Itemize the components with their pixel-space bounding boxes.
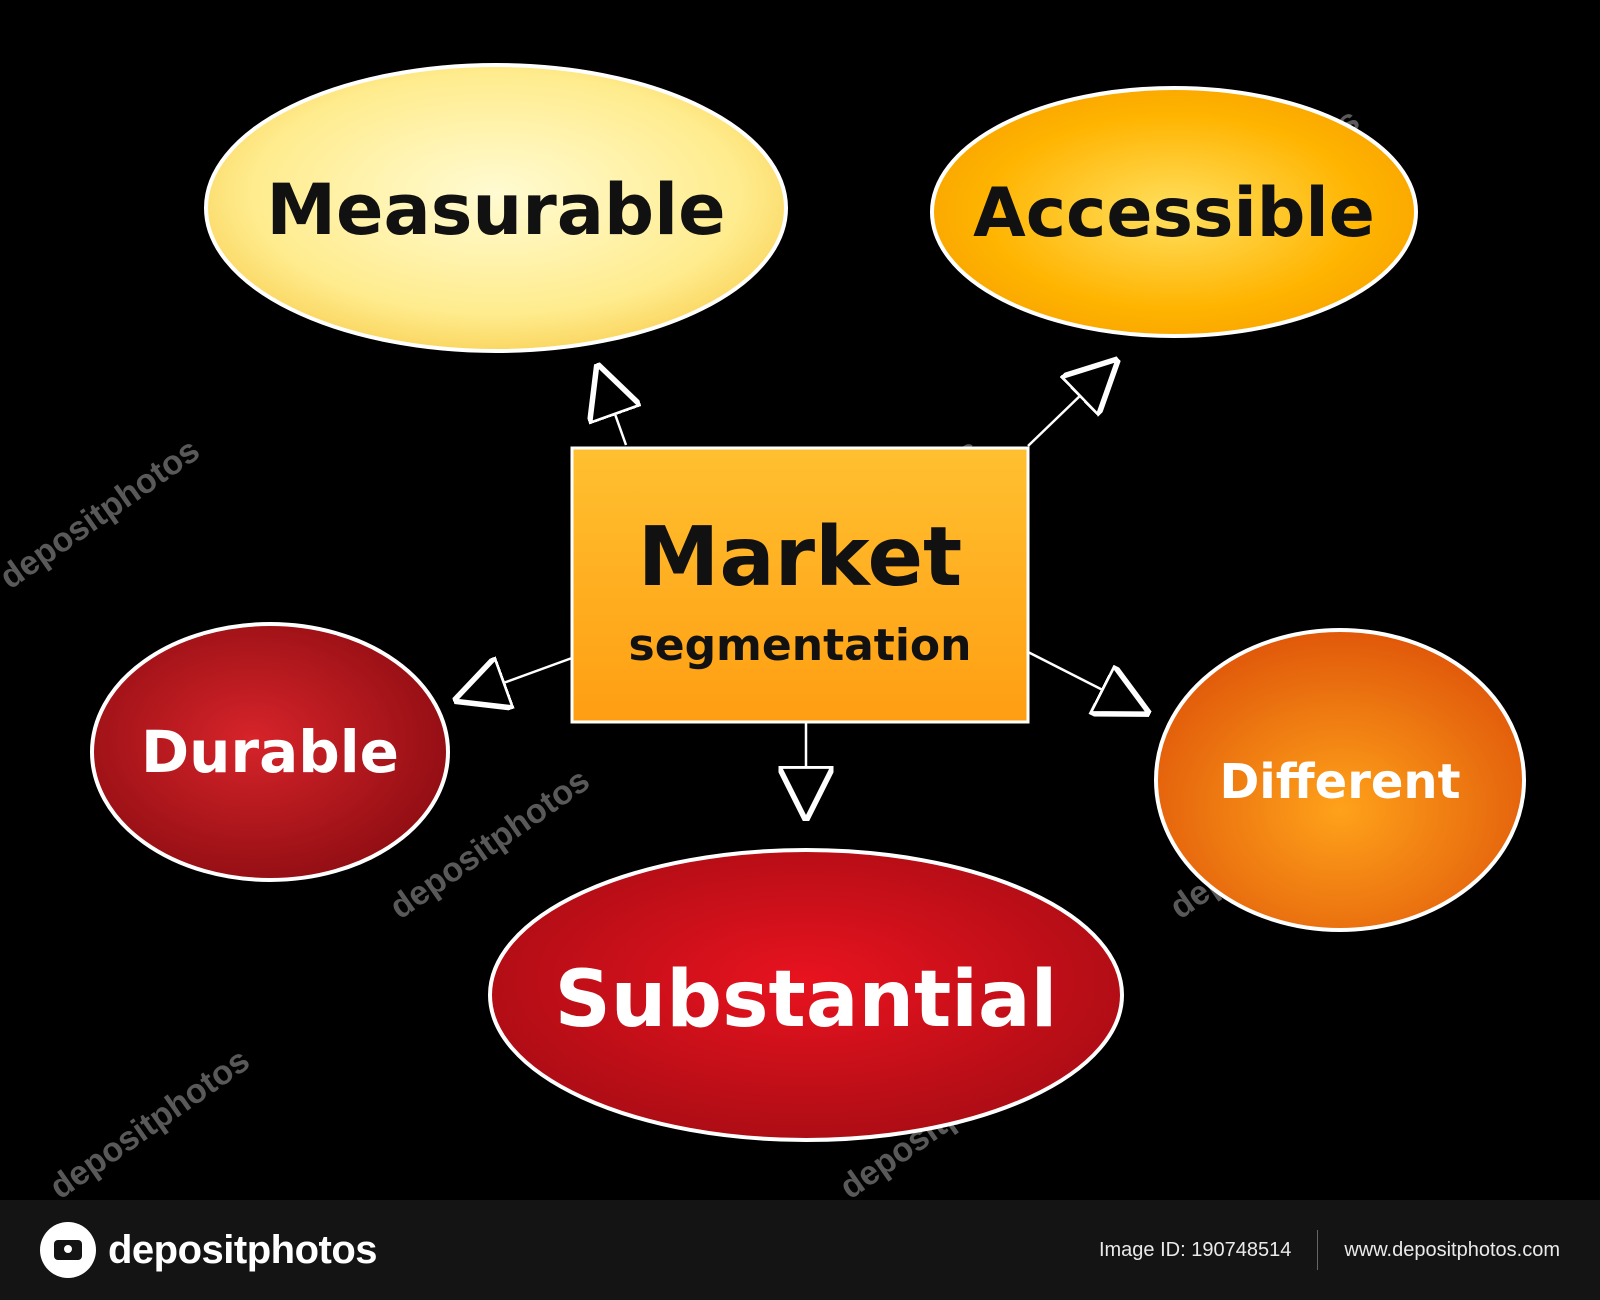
brand-name: depositphotos [108,1227,378,1272]
node-accessible-label: Accessible [973,174,1375,253]
node-center-shape [570,446,1030,724]
node-substantial-shape [488,848,1124,1142]
image-id: Image ID: 190748514 [1098,1238,1292,1261]
footer-divider [1317,1230,1319,1270]
node-different-shape [1154,628,1526,932]
camera-icon [40,1222,96,1278]
connector-accessible [1027,365,1112,447]
brand-logo[interactable]: depositphotos [40,1222,378,1278]
node-center: Market segmentation [570,446,1030,724]
connector-measurable [600,372,626,446]
node-accessible: Accessible [930,86,1418,338]
connector-different [1027,650,1142,710]
mind-map-canvas: depositphotos depositphotos depositphoto… [0,63,1526,1207]
node-durable: Durable [90,622,450,882]
node-substantial: Substantial [488,848,1124,1142]
watermark-text: depositphotos [0,431,206,596]
center-title: Market [638,510,963,605]
node-substantial-label: Substantial [555,955,1058,1045]
node-durable-shape [90,622,450,882]
node-accessible-shape [930,86,1418,338]
node-measurable: Measurable [204,63,788,353]
watermark-text: depositphotos [43,1041,257,1200]
node-measurable-shape [204,63,788,353]
footer-info: Image ID: 190748514 www.depositphotos.co… [1099,1230,1560,1270]
node-durable-label: Durable [141,718,399,786]
footer-bar: depositphotos Image ID: 190748514 www.de… [0,1200,1600,1300]
center-subtitle: segmentation [629,620,972,671]
node-different: Different [1154,628,1526,932]
connector-durable [462,658,573,698]
node-different-label: Different [1219,754,1460,810]
connectors [462,365,1142,812]
site-url[interactable]: www.depositphotos.com [1344,1238,1560,1261]
node-measurable-label: Measurable [266,169,725,251]
